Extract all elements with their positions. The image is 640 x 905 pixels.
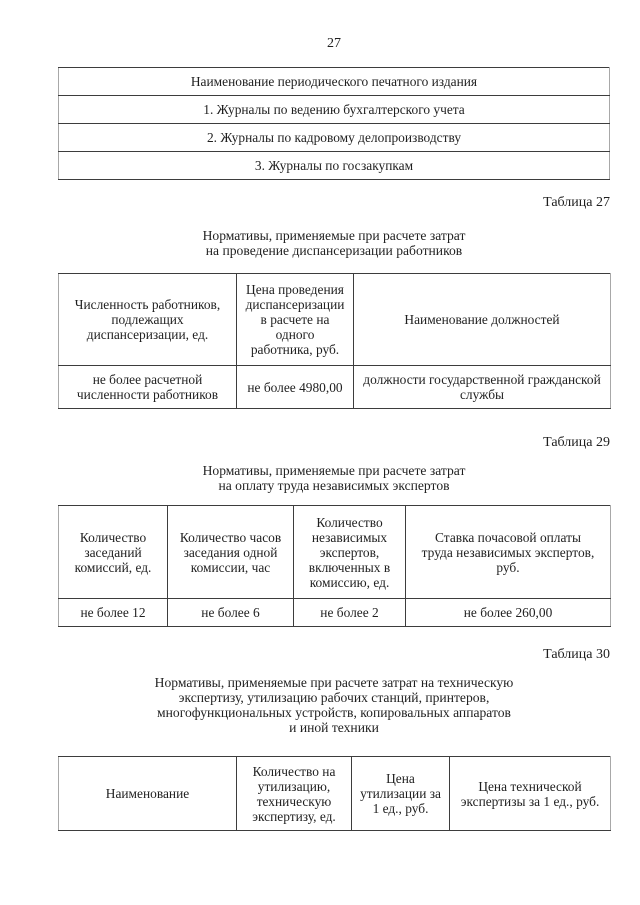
table-30-label: Таблица 30 (543, 647, 610, 662)
table-cell: не более 12 (58, 598, 168, 627)
table-row: не более расчетной численности работнико… (58, 365, 611, 409)
table-header-cell: Цена утилизации за 1 ед., руб. (351, 756, 450, 831)
table-header-cell: Количество часов заседания одной комисси… (167, 505, 294, 599)
table-header-cell: Количество заседаний комиссий, ед. (58, 505, 168, 599)
table-header-row: Численность работников, подлежащих диспа… (58, 273, 611, 366)
table-29-label: Таблица 29 (543, 435, 610, 450)
document-page: 27 Наименование периодического печатного… (58, 0, 611, 831)
table-cell: не более расчетной численности работнико… (58, 365, 237, 409)
table-30-title: Нормативы, применяемые при расчете затра… (154, 675, 514, 735)
experts-table: Количество заседаний комиссий, ед. Колич… (58, 505, 611, 627)
table-header-row: Наименование периодического печатного из… (58, 67, 610, 96)
table-cell: не более 6 (167, 598, 294, 627)
table-row: 3. Журналы по госзакупкам (58, 151, 610, 180)
table-header-cell: Цена проведения диспансеризации в расчет… (236, 273, 354, 366)
table-header-cell: Численность работников, подлежащих диспа… (58, 273, 237, 366)
table-header-cell: Количество на утилизацию, техническую эк… (236, 756, 352, 831)
tech-expertise-table: Наименование Количество на утилизацию, т… (58, 756, 611, 831)
table-header-cell: Цена технической экспертизы за 1 ед., ру… (449, 756, 611, 831)
table-cell: не более 4980,00 (236, 365, 354, 409)
table-header-cell: Количество независимых экспертов, включе… (293, 505, 406, 599)
table-header-row: Количество заседаний комиссий, ед. Колич… (58, 505, 611, 599)
table-27-title: Нормативы, применяемые при расчете затра… (202, 228, 466, 258)
table-cell: должности государственной гражданской сл… (353, 365, 611, 409)
table-header-cell: Наименование должностей (353, 273, 611, 366)
table-header-row: Наименование Количество на утилизацию, т… (58, 756, 611, 831)
table-header-cell: Ставка почасовой оплаты труда независимы… (405, 505, 611, 599)
table-cell: 1. Журналы по ведению бухгалтерского уче… (58, 95, 610, 124)
table-header-cell: Наименование (58, 756, 237, 831)
table-cell: не более 260,00 (405, 598, 611, 627)
table-row: не более 12 не более 6 не более 2 не бол… (58, 598, 611, 627)
table-cell: не более 2 (293, 598, 406, 627)
table-row: 1. Журналы по ведению бухгалтерского уче… (58, 95, 610, 124)
table-29-title: Нормативы, применяемые при расчете затра… (202, 463, 466, 493)
publications-table: Наименование периодического печатного из… (58, 67, 610, 180)
table-cell: 3. Журналы по госзакупкам (58, 151, 610, 180)
table-row: 2. Журналы по кадровому делопроизводству (58, 123, 610, 152)
dispanserization-table: Численность работников, подлежащих диспа… (58, 273, 611, 409)
table-27-label: Таблица 27 (543, 195, 610, 210)
page-number: 27 (327, 36, 341, 51)
table-header-cell: Наименование периодического печатного из… (58, 67, 610, 96)
table-cell: 2. Журналы по кадровому делопроизводству (58, 123, 610, 152)
